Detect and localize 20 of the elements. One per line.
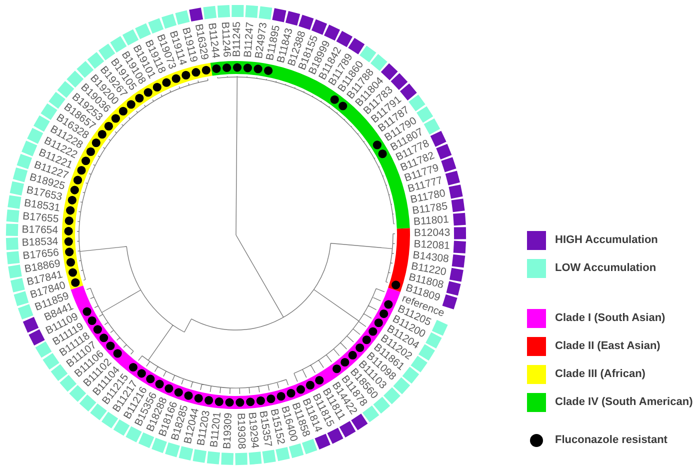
strain-label: B11247: [242, 22, 256, 58]
strain-label: B11245: [232, 22, 244, 58]
strain-label: B12043: [414, 228, 450, 240]
strain-label: B17655: [22, 211, 60, 226]
strain-label: B19309: [222, 412, 235, 450]
strain-label: B11246: [218, 22, 232, 58]
legend-label: HIGH Accumulation: [555, 233, 658, 247]
strain-label: B18534: [22, 236, 58, 249]
strain-label: B12081: [413, 239, 450, 252]
legend-label: Clade I (South Asian): [555, 311, 666, 325]
strain-label: B11801: [413, 214, 450, 228]
legend-label: Clade III (African): [555, 367, 646, 381]
legend-label: Fluconazole resistant: [555, 433, 668, 447]
strain-label: B11201: [209, 412, 224, 448]
legend-label: Clade II (East Asian): [555, 339, 660, 353]
legend-label: LOW Accumulation: [555, 261, 656, 275]
legend-label: Clade IV (South American): [555, 395, 693, 409]
strain-label: B19294: [246, 412, 260, 449]
strain-label: B19308: [234, 412, 247, 450]
strain-label: B17654: [22, 224, 58, 236]
